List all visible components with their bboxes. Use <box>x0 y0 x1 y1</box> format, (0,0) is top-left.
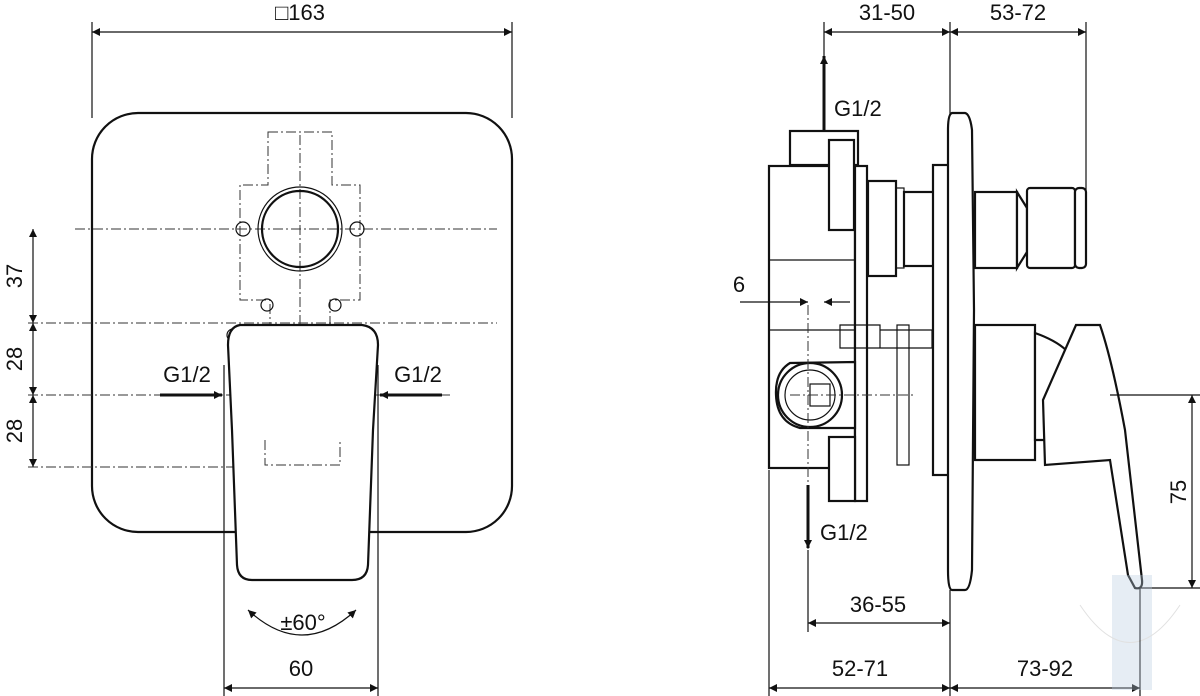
wall-plate <box>946 111 976 592</box>
dim-53-72-label: 53-72 <box>990 0 1046 25</box>
dim-28-lower-label: 28 <box>2 419 27 443</box>
inlet-left-label: G1/2 <box>163 362 211 387</box>
front-view: □163 37 28 28 G1/2 G1/2 ±6 <box>2 0 514 696</box>
valve-opening <box>260 189 340 269</box>
dim-75-label: 75 <box>1166 480 1191 504</box>
diverter-knob <box>973 186 1088 272</box>
mixer-handle <box>226 323 380 582</box>
watermark-logo <box>1079 575 1181 690</box>
valve-body <box>767 129 936 550</box>
outlet-bottom-label: G1/2 <box>820 520 868 545</box>
mixer-lever <box>973 323 1144 590</box>
dim-6-label: 6 <box>733 272 745 297</box>
dim-28-upper-label: 28 <box>2 347 27 371</box>
dim-73-92-label: 73-92 <box>1017 656 1073 681</box>
dim-36-55-label: 36-55 <box>850 592 906 617</box>
dim-31-50-label: 31-50 <box>859 0 915 25</box>
dim-37-label: 37 <box>2 264 27 288</box>
handle-width-label: 60 <box>289 656 313 681</box>
rotation-arc-icon <box>247 609 357 636</box>
outlet-top-label: G1/2 <box>834 96 882 121</box>
side-view: 31-50 53-72 G1/2 <box>733 0 1200 696</box>
rotation-label: ±60° <box>280 610 325 635</box>
inlet-right-label: G1/2 <box>394 362 442 387</box>
dim-52-71-label: 52-71 <box>832 656 888 681</box>
plate-size-label: □163 <box>275 0 325 25</box>
dimension-plate-size: □163 <box>91 0 513 118</box>
